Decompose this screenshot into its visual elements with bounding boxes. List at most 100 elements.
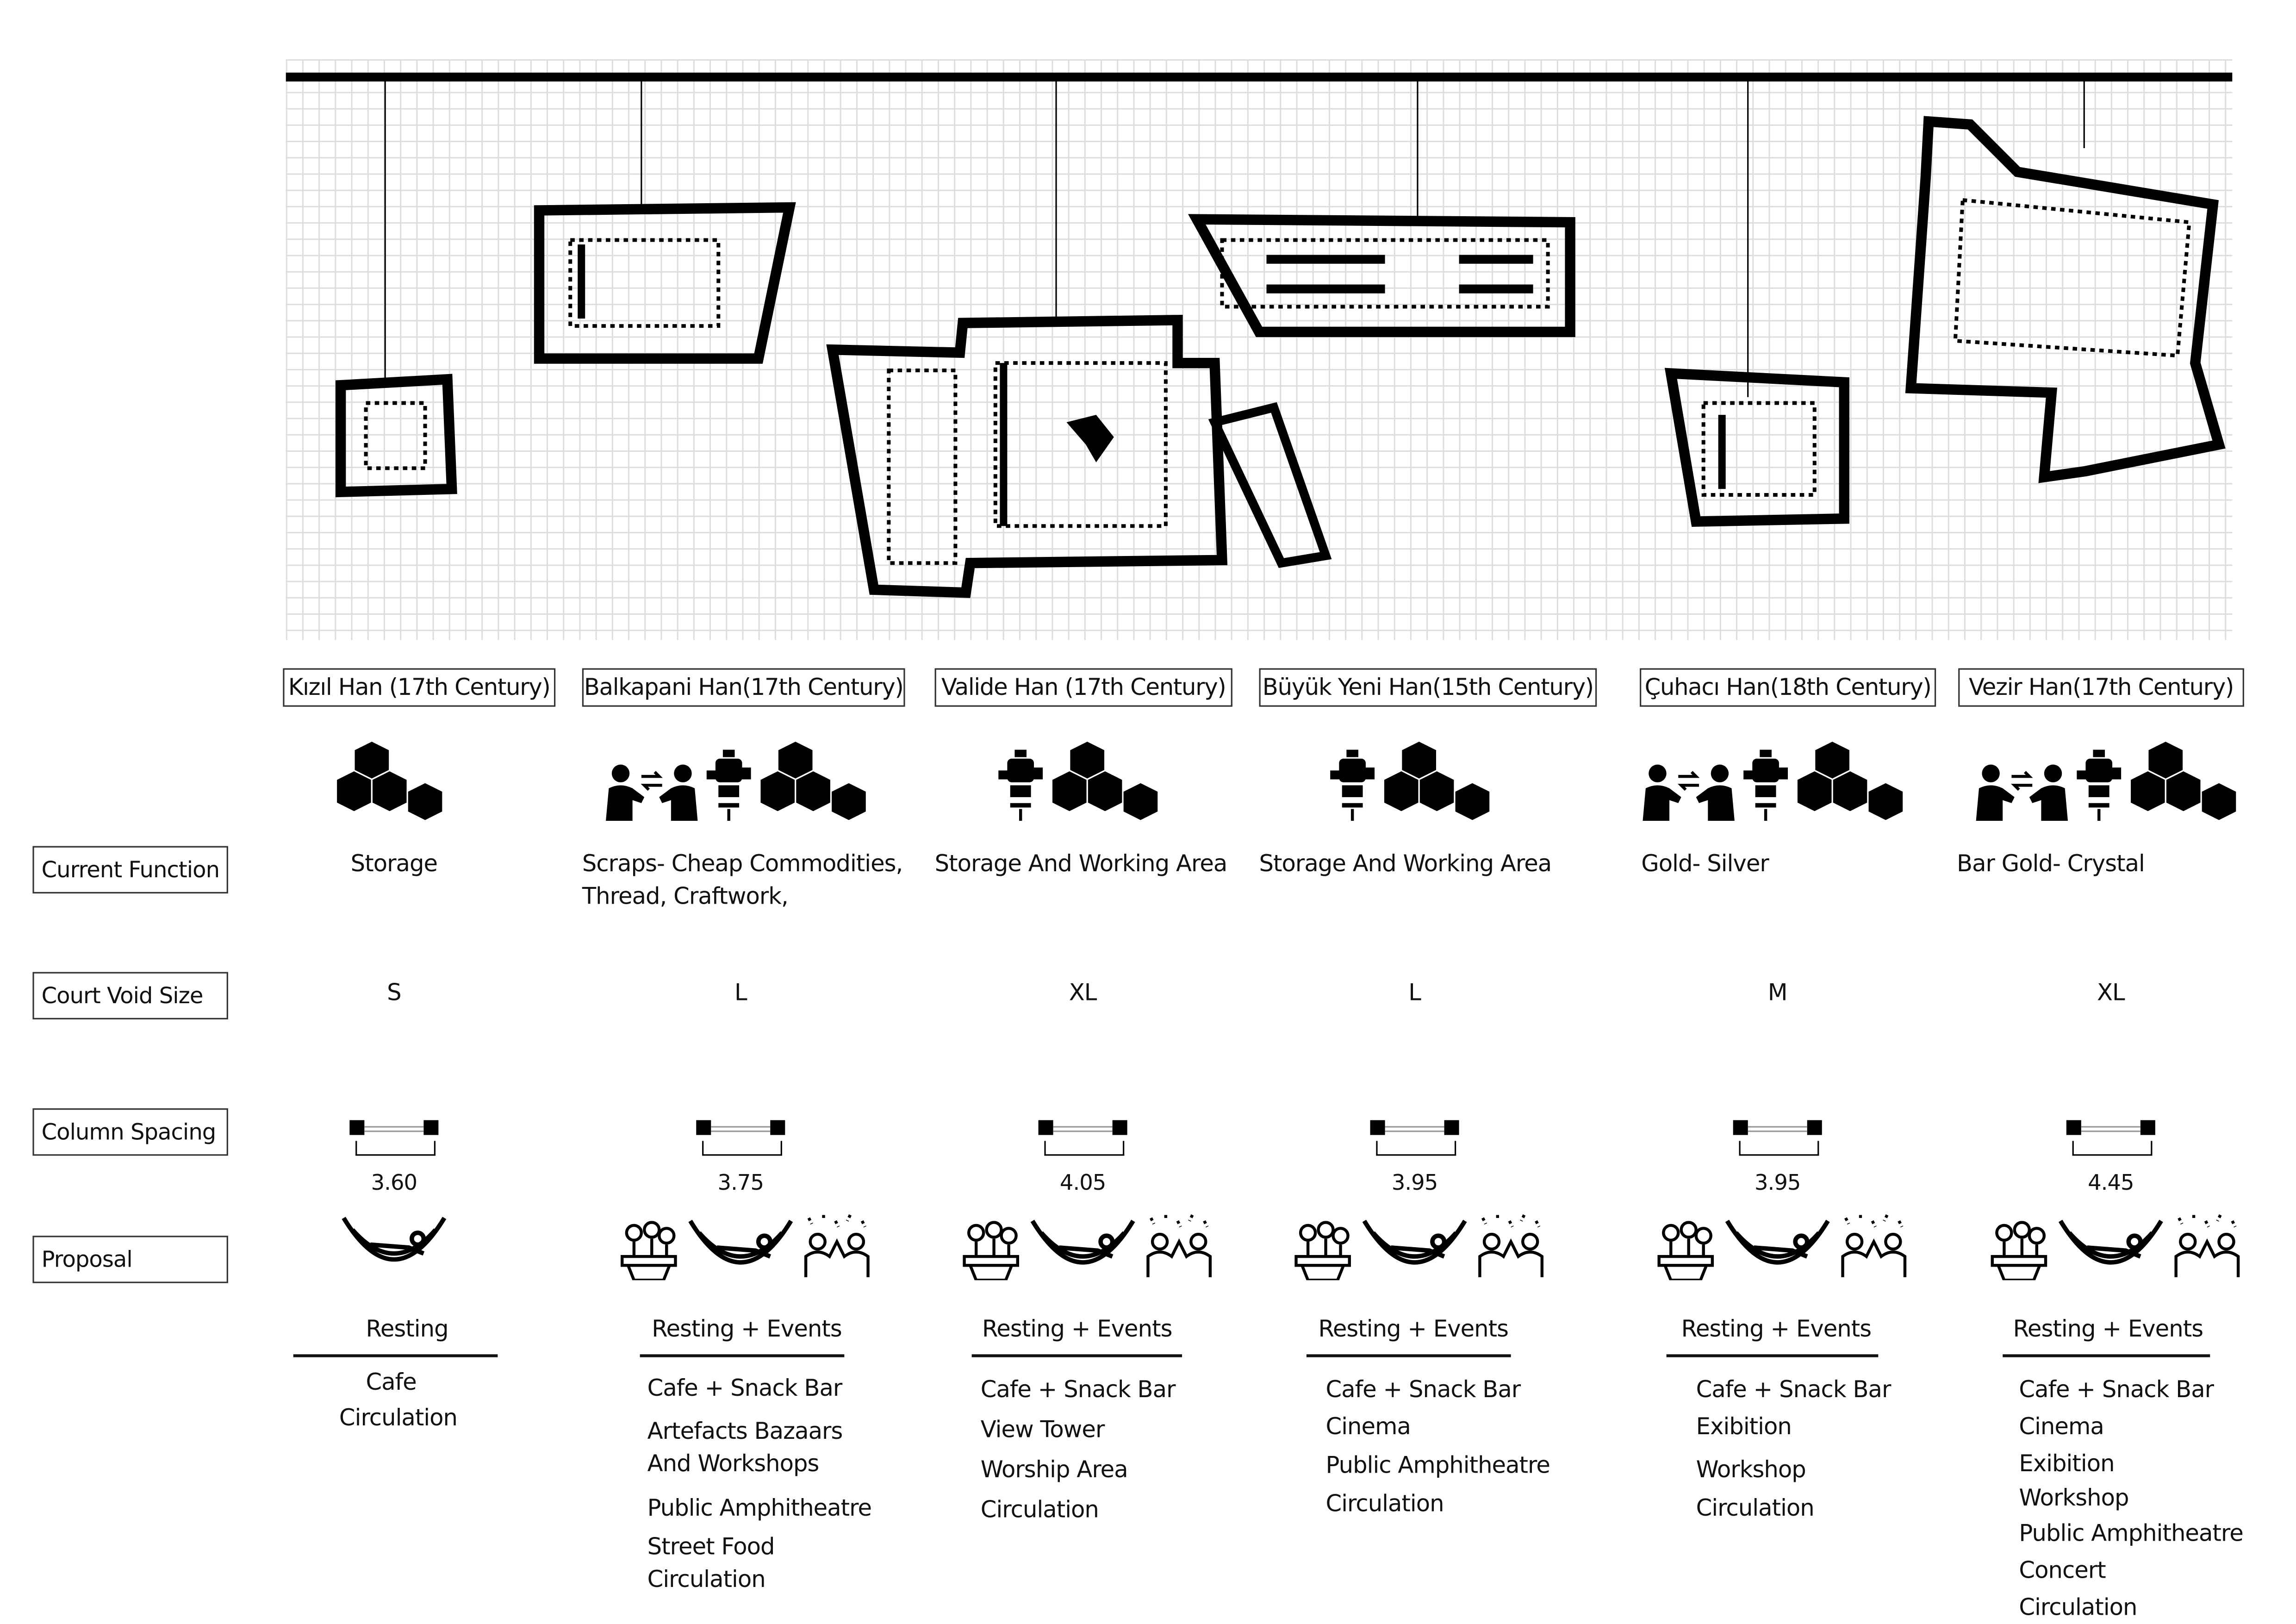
program-item: Workshop	[1696, 1456, 1806, 1483]
floor-plans	[286, 72, 2233, 598]
proposal-text: Resting	[366, 1316, 449, 1343]
program-item: Cafe + Snack Bar	[2019, 1376, 2214, 1403]
column-marker	[2066, 1120, 2081, 1135]
tap-icon	[2077, 750, 2122, 827]
program-item: Public Amphitheatre	[2019, 1520, 2243, 1547]
column-spacing-value: 3.95	[1391, 1172, 1438, 1196]
plan-vezir-han	[1905, 116, 2226, 483]
program-item: Street Food	[647, 1533, 775, 1561]
program-item: Cafe + Snack Bar	[647, 1375, 843, 1402]
column-spacing-diagram	[1038, 1120, 1127, 1171]
column-spacing-diagram	[1370, 1120, 1459, 1171]
plan-balkapani-han	[534, 202, 796, 364]
row-label-court-void-size: Court Void Size	[32, 972, 228, 1020]
column-spacing-diagram	[1733, 1120, 1822, 1171]
han-title: Büyük Yeni Han(15th Century)	[1259, 668, 1597, 707]
boxes-icon	[1382, 738, 1499, 827]
hammock-icon	[687, 1215, 794, 1286]
tap-icon	[1330, 750, 1375, 827]
hanging-rail	[286, 72, 2233, 82]
program-item: Exibition	[2019, 1450, 2115, 1477]
proposal-underline	[640, 1354, 845, 1357]
current-function-icons	[998, 738, 1167, 827]
han-title: Valide Han (17th Century)	[934, 668, 1232, 707]
program-item: Cafe + Snack Bar	[1696, 1376, 1892, 1403]
han-title: Vezir Han(17th Century)	[1958, 668, 2244, 707]
column-marker	[423, 1120, 439, 1135]
program-item: Exibition	[1696, 1413, 1792, 1440]
proposal-underline	[1306, 1354, 1511, 1357]
proposal-icons	[961, 1212, 1213, 1286]
grid-background	[286, 59, 2233, 640]
proposal-icons	[619, 1212, 871, 1286]
current-function-icons	[335, 738, 452, 827]
program-item: Cafe + Snack Bar	[980, 1376, 1176, 1403]
column-spacing-diagram	[2066, 1120, 2155, 1171]
flowers-icon	[961, 1221, 1020, 1286]
current-function-text: Scraps- Cheap Commodities,	[582, 850, 903, 877]
program-item: Circulation	[980, 1496, 1099, 1524]
program-item: Worship Area	[980, 1456, 1128, 1483]
column-spacing-diagram	[696, 1120, 785, 1171]
program-item: Circulation	[339, 1405, 458, 1431]
column-spacing-value: 4.05	[1059, 1172, 1106, 1196]
proposal-icons	[1656, 1212, 1908, 1286]
current-function-icons	[1643, 738, 1912, 827]
proposal-text: Resting + Events	[1318, 1316, 1509, 1343]
flowers-icon	[1656, 1221, 1715, 1286]
court-void-size: L	[734, 979, 747, 1006]
trade-icon	[1976, 762, 2068, 827]
trade-icon	[606, 762, 698, 827]
row-label-proposal: Proposal	[32, 1236, 228, 1283]
proposal-text: Resting + Events	[1681, 1316, 1872, 1343]
flowers-icon	[1989, 1221, 2048, 1286]
tap-icon	[706, 750, 751, 827]
column-spacing-value: 3.95	[1754, 1172, 1801, 1196]
proposal-icons	[1989, 1212, 2241, 1286]
proposal-underline	[971, 1354, 1182, 1357]
trade-icon	[1643, 762, 1735, 827]
court-void-size: M	[1767, 979, 1788, 1006]
program-item: Cafe + Snack Bar	[1325, 1376, 1521, 1403]
hammock-icon	[1724, 1215, 1830, 1286]
column-marker	[1370, 1120, 1385, 1135]
program-item: Public Amphitheatre	[647, 1495, 872, 1522]
current-function-text: Storage And Working Area	[1259, 850, 1552, 877]
court-void-size: S	[387, 979, 401, 1006]
current-function-text: Gold- Silver	[1641, 850, 1769, 877]
plan-valide-han	[826, 314, 1228, 598]
program-item: Circulation	[1325, 1490, 1444, 1518]
program-item: View Tower	[980, 1416, 1105, 1443]
proposal-underline	[2003, 1354, 2210, 1357]
hammock-icon	[1361, 1215, 1468, 1286]
program-item: Public Amphitheatre	[1325, 1452, 1550, 1479]
column-marker	[1733, 1120, 1748, 1135]
column-marker	[349, 1120, 365, 1135]
program-item: Workshop	[2019, 1485, 2129, 1512]
tap-icon	[998, 750, 1043, 827]
hammock-icon	[1029, 1215, 1136, 1286]
program-item: Circulation	[1696, 1495, 1815, 1522]
flowers-icon	[1293, 1221, 1352, 1286]
current-function-icons	[606, 738, 876, 827]
proposal-underline	[1666, 1354, 1879, 1357]
column-spacing-value: 3.60	[371, 1172, 417, 1196]
court-void-size: L	[1408, 979, 1421, 1006]
program-item: Artefacts Bazaars	[647, 1418, 843, 1445]
han-title: Balkapani Han(17th Century)	[582, 668, 905, 707]
hammock-icon	[341, 1212, 447, 1283]
program-item: Circulation	[2019, 1594, 2137, 1621]
boxes-icon	[759, 738, 876, 827]
column-marker	[1807, 1120, 1822, 1135]
current-function-text: Storage And Working Area	[934, 850, 1228, 877]
program-item: Cafe	[366, 1369, 417, 1396]
han-title: Çuhacı Han(18th Century)	[1640, 668, 1936, 707]
plan-cuhaci-han	[1664, 368, 1849, 527]
current-function-icons	[1330, 738, 1499, 827]
current-function-text: Storage	[350, 850, 438, 877]
current-function-text: Thread, Craftwork,	[582, 883, 789, 910]
column-marker	[770, 1120, 785, 1135]
column-spacing-diagram	[349, 1120, 439, 1171]
celebration-icon	[2173, 1212, 2241, 1286]
celebration-icon	[1145, 1212, 1213, 1286]
